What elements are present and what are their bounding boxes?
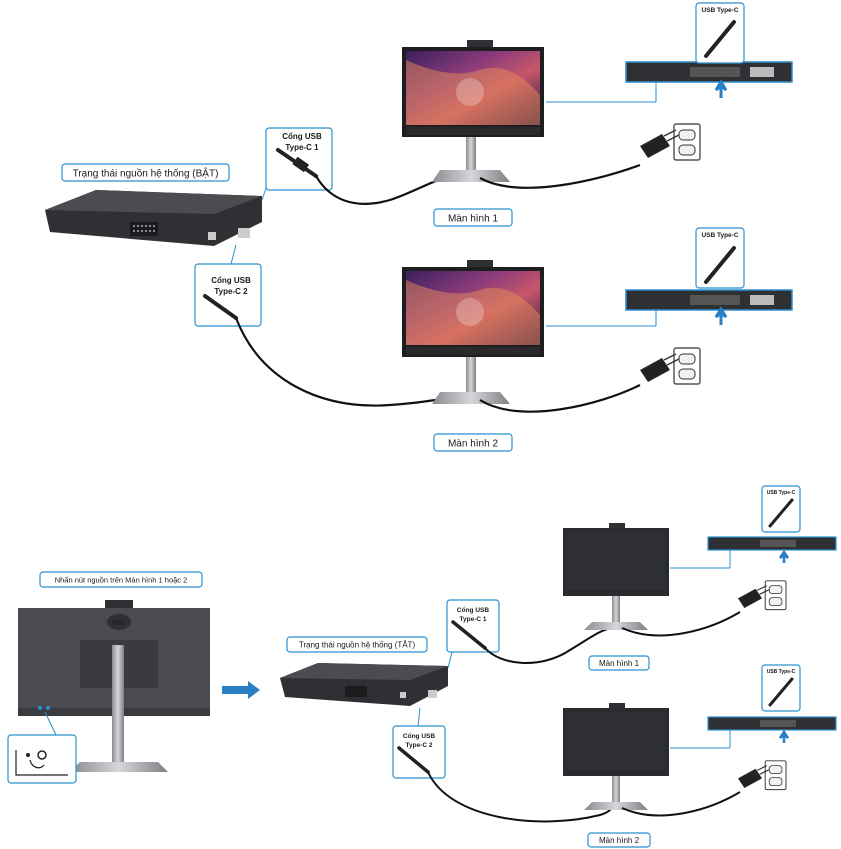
svg-text:Type-C 2: Type-C 2 <box>406 742 433 749</box>
usb-c-port-2-callout: Cổng USB Type-C 2 <box>194 244 262 327</box>
svg-text:Type-C 1: Type-C 1 <box>460 616 487 623</box>
svg-text:USB Type-C: USB Type-C <box>767 490 796 496</box>
power-plug-outlet-2 <box>639 347 701 385</box>
svg-text:Cổng USB: Cổng USB <box>282 132 322 141</box>
system-state-off-label: Trạng thái nguồn hệ thống (TẮT) <box>286 636 428 653</box>
usb-c-port-1-callout: Cổng USB Type-C 1 <box>261 127 333 201</box>
monitor-2-top-label: Màn hình 2 <box>433 433 513 452</box>
svg-text:DELL: DELL <box>112 621 127 627</box>
svg-text:Trạng thái nguồn hệ thống (TẮT: Trạng thái nguồn hệ thống (TẮT) <box>299 641 416 650</box>
svg-text:Màn hình 1: Màn hình 1 <box>599 659 640 668</box>
svg-text:Cổng USB: Cổng USB <box>457 606 489 614</box>
monitor-1-top <box>402 40 544 182</box>
svg-text:Type-C 2: Type-C 2 <box>214 287 248 296</box>
power-plug-outlet-4 <box>737 760 787 791</box>
monitor-2-rear-io-inset: USB Type-C <box>546 227 793 327</box>
press-power-label: Nhấn nút nguồn trên Màn hình 1 hoặc 2 <box>39 571 203 588</box>
transition-arrow <box>222 681 260 699</box>
usb-c-port-2-callout-bottom: Cổng USB Type-C 2 <box>392 707 446 779</box>
dock-station-top <box>45 190 262 246</box>
bottom-section: Nhấn nút nguồn trên Màn hình 1 hoặc 2 DE… <box>7 485 837 848</box>
svg-text:Cổng USB: Cổng USB <box>403 732 435 740</box>
top-section: Trạng thái nguồn hệ thống (BẬT) Cổng USB… <box>45 2 793 452</box>
monitor-1-bottom-label: Màn hình 1 <box>588 655 650 671</box>
svg-text:USB Type-C: USB Type-C <box>767 669 796 675</box>
monitor-2-bottom <box>563 703 669 810</box>
system-state-on-label: Trạng thái nguồn hệ thống (BẬT) <box>61 163 230 182</box>
svg-text:Màn hình 1: Màn hình 1 <box>448 214 498 225</box>
monitor-1-bottom-rear-io-inset: USB Type-C <box>670 485 837 569</box>
svg-text:Màn hình 2: Màn hình 2 <box>599 836 640 845</box>
power-button-callout <box>7 711 77 784</box>
power-plug-outlet-3 <box>737 580 787 611</box>
svg-text:USB Type-C: USB Type-C <box>701 232 738 239</box>
power-plug-outlet-1 <box>639 123 701 161</box>
monitor-2-top <box>402 260 544 404</box>
svg-text:Nhấn nút nguồn trên Màn hình 1: Nhấn nút nguồn trên Màn hình 1 hoặc 2 <box>55 576 188 585</box>
svg-text:Màn hình 2: Màn hình 2 <box>448 439 498 450</box>
svg-text:Trạng thái nguồn hệ thống (BẬT: Trạng thái nguồn hệ thống (BẬT) <box>73 167 219 180</box>
svg-text:Cổng USB: Cổng USB <box>211 276 251 285</box>
monitor-2-bottom-rear-io-inset: USB Type-C <box>670 664 837 749</box>
monitor-1-rear-io-inset: USB Type-C <box>546 2 793 103</box>
monitor-rear-view: DELL <box>18 600 210 772</box>
svg-text:USB Type-C: USB Type-C <box>701 7 738 14</box>
monitor-1-bottom <box>563 523 669 630</box>
monitor-2-bottom-label: Màn hình 2 <box>587 832 651 848</box>
dock-station-bottom <box>280 663 448 706</box>
usb-c-port-1-callout-bottom: Cổng USB Type-C 1 <box>446 599 500 669</box>
monitor-1-top-label: Màn hình 1 <box>433 208 513 227</box>
svg-text:Type-C 1: Type-C 1 <box>285 143 319 152</box>
